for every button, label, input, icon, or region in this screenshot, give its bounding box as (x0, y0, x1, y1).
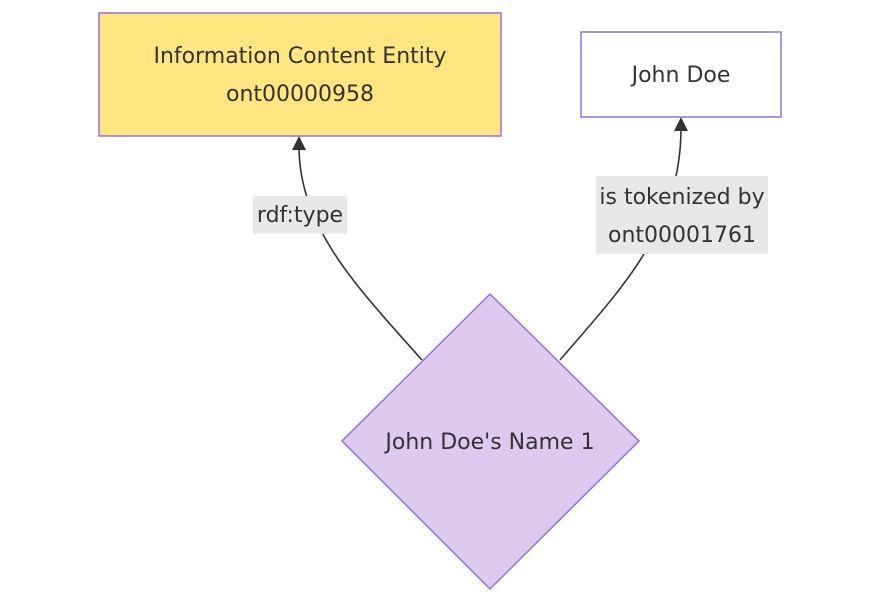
node-information-content-entity[interactable]: Information Content Entity ont00000958 (98, 12, 502, 137)
edge-rdf-type-line (298, 147, 423, 361)
node-label-line2: ont00000958 (226, 82, 374, 107)
node-john-doe[interactable]: John Doe (580, 31, 782, 118)
node-john-does-name-1[interactable]: John Doe's Name 1 (340, 292, 641, 591)
edge-label-tokenized-line2: ont00001761 (608, 223, 756, 248)
edge-label-background (596, 176, 768, 254)
node-box (580, 31, 782, 118)
node-diamond (340, 292, 641, 591)
node-box (98, 12, 502, 137)
arrowhead-icon (292, 136, 306, 150)
edge-label-rdf-type: rdf:type (257, 203, 343, 228)
arrowhead-icon (674, 117, 688, 131)
edge-label-tokenized-line1: is tokenized by (599, 185, 764, 210)
edge-label-background (253, 196, 347, 234)
edge-rdf-type: rdf:type (253, 136, 423, 361)
node-label-line1: Information Content Entity (153, 44, 446, 69)
node-label: John Doe (630, 63, 731, 88)
node-label: John Doe's Name 1 (383, 430, 594, 455)
edge-is-tokenized-by: is tokenized by ont00001761 (559, 117, 768, 361)
edge-is-tokenized-by-line (559, 129, 682, 361)
